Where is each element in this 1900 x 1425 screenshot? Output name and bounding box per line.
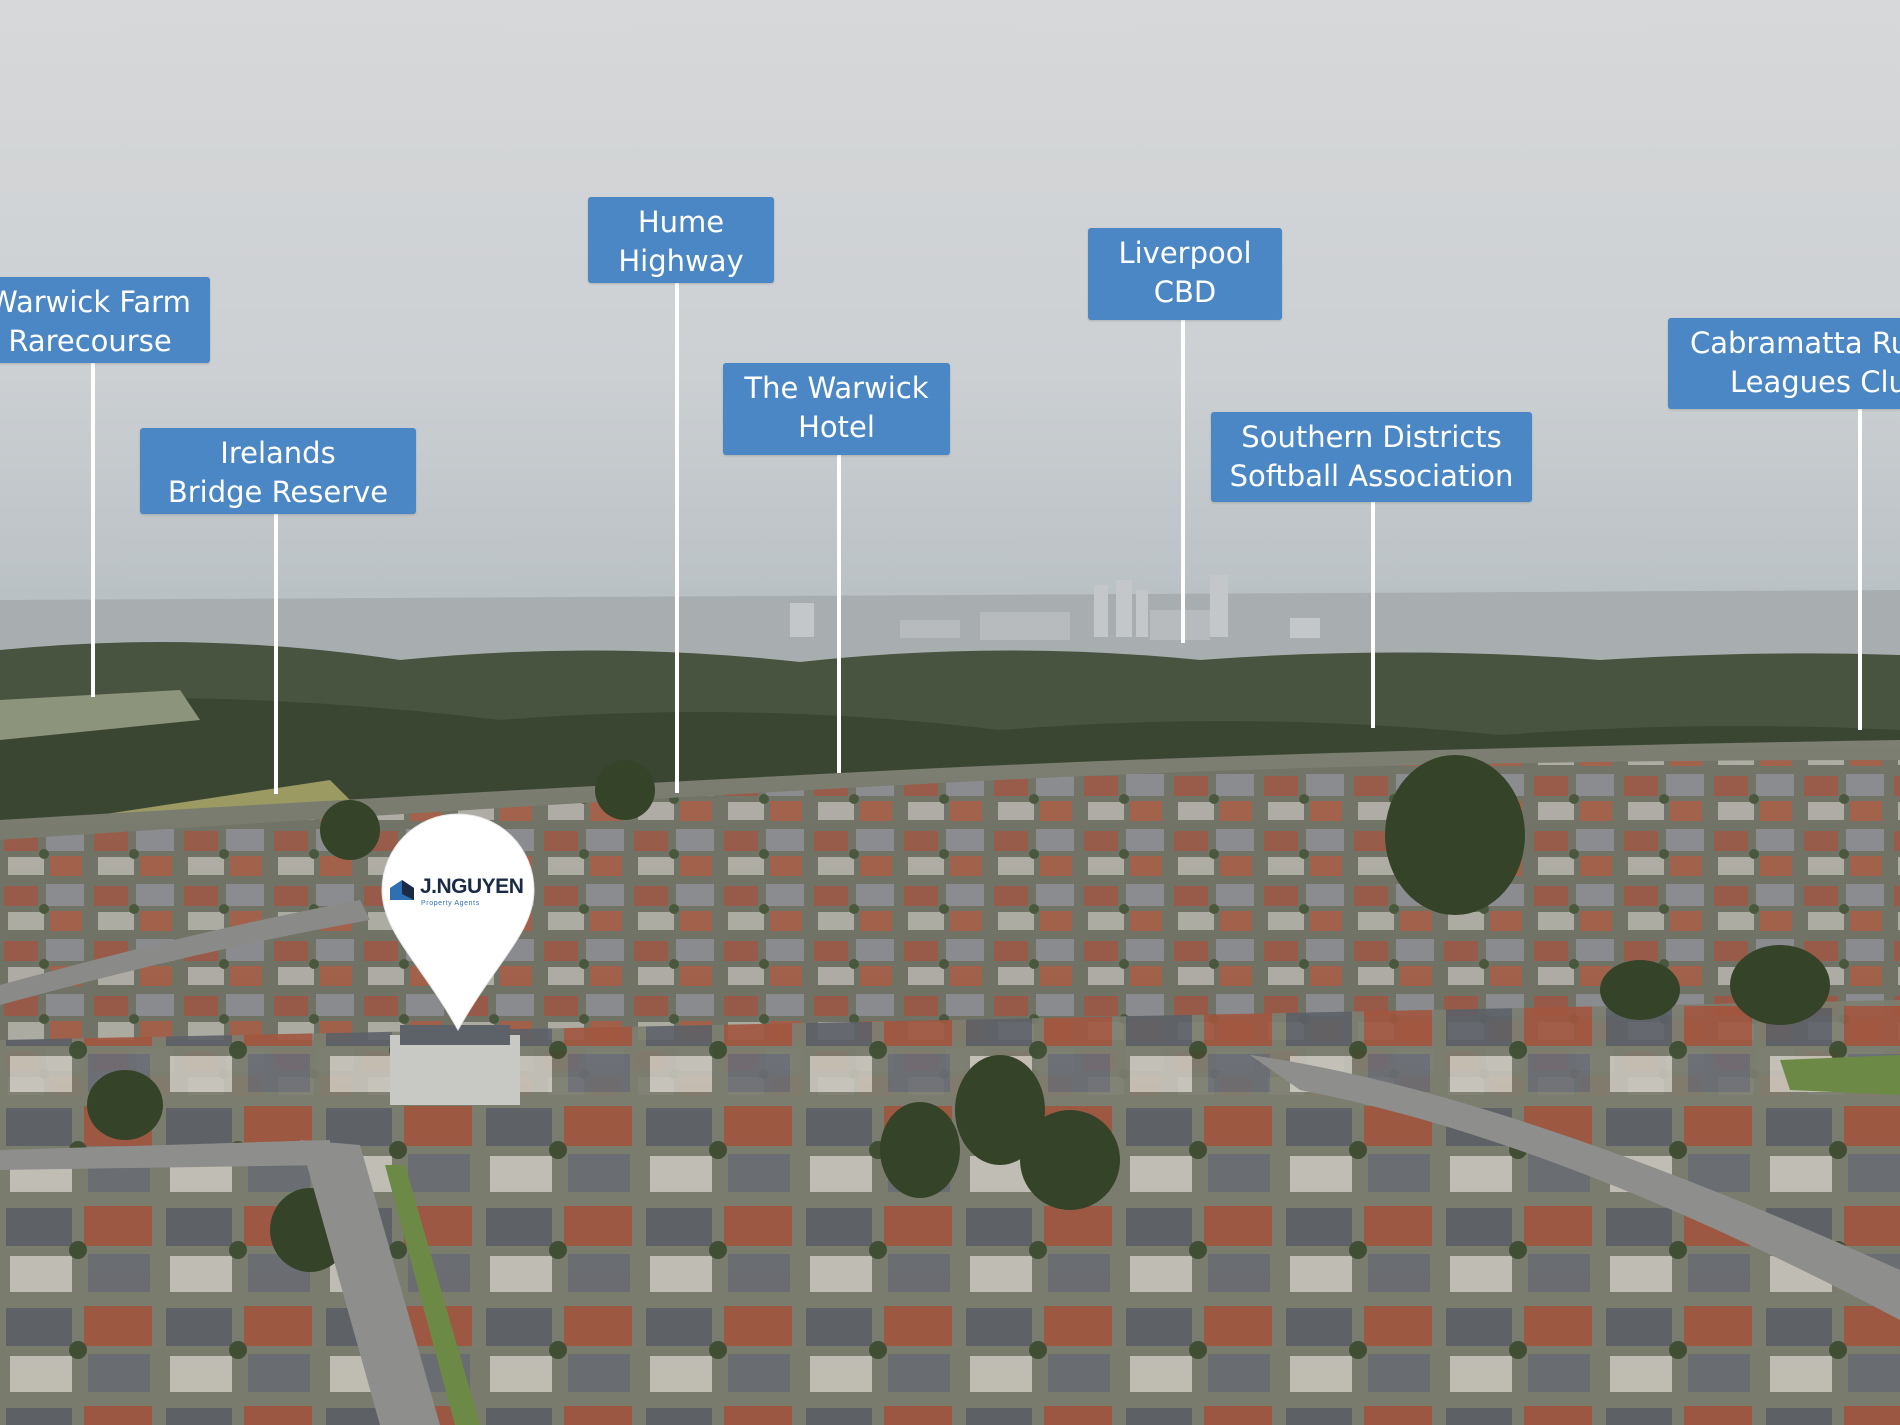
brand-logo-text: J.NGUYEN [420, 875, 524, 898]
property-location-pin: J.NGUYEN Property Agents [380, 812, 536, 1032]
brand-logo-subtext: Property Agents [421, 900, 480, 907]
map-pin-icon [381, 813, 535, 1032]
house-logo-icon [390, 880, 414, 900]
